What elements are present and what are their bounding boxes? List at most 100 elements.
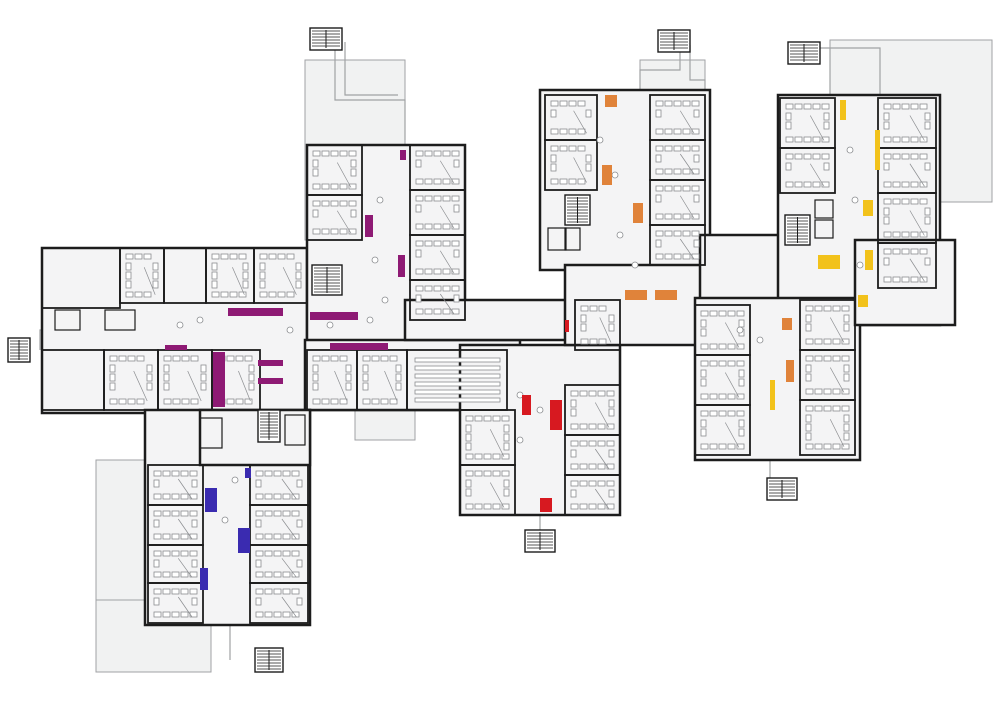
door-swing-icon: [187, 370, 202, 402]
desk: [442, 285, 451, 292]
site-path: [639, 45, 681, 90]
desk: [255, 479, 262, 488]
desk: [109, 355, 118, 362]
desk: [465, 488, 472, 497]
desk: [312, 355, 321, 362]
desk: [550, 109, 557, 118]
desk: [362, 398, 371, 405]
desk: [655, 154, 662, 163]
desk: [700, 369, 707, 378]
blue-zone: [245, 468, 251, 478]
desk: [559, 128, 568, 135]
desk: [191, 597, 198, 606]
desk: [901, 136, 910, 143]
desk: [805, 355, 814, 362]
desk: [550, 145, 559, 152]
desk: [700, 360, 709, 367]
desk: [465, 415, 474, 422]
desk: [577, 128, 586, 135]
room: [459, 464, 516, 516]
desk: [211, 280, 218, 289]
desk: [259, 262, 266, 271]
desk: [883, 162, 890, 171]
desk: [153, 611, 162, 618]
desk: [664, 213, 673, 220]
desk: [424, 240, 433, 247]
desk: [794, 103, 803, 110]
desk: [153, 597, 160, 606]
desk: [125, 253, 134, 260]
desk: [264, 533, 273, 540]
door-swing-icon: [829, 317, 845, 343]
desk: [823, 338, 832, 345]
desk: [805, 373, 812, 382]
door-swing-icon: [679, 238, 695, 260]
desk: [805, 305, 814, 312]
desk-cluster-icon: [700, 410, 745, 450]
desk: [255, 588, 264, 595]
desk: [255, 510, 264, 517]
desk: [841, 355, 850, 362]
desk: [910, 103, 919, 110]
desk: [415, 249, 422, 258]
desk: [673, 253, 682, 260]
desk-cluster-icon: [211, 253, 249, 298]
desk: [570, 503, 579, 510]
desk: [673, 213, 682, 220]
desk: [181, 398, 190, 405]
desk: [910, 248, 919, 255]
desk: [465, 424, 472, 433]
desk: [570, 480, 579, 487]
desk: [321, 398, 330, 405]
desk: [814, 355, 823, 362]
desk: [823, 305, 832, 312]
desk: [180, 510, 189, 517]
desk: [282, 510, 291, 517]
desk: [841, 338, 850, 345]
floor-block: [698, 233, 787, 302]
desk: [588, 503, 597, 510]
desk: [577, 100, 586, 107]
desk: [465, 479, 472, 488]
desk: [664, 253, 673, 260]
desk: [255, 533, 264, 540]
desk: [395, 373, 402, 382]
desk: [189, 510, 198, 517]
desk: [738, 428, 745, 437]
desk: [483, 470, 492, 477]
desk: [924, 121, 931, 130]
desk: [259, 280, 266, 289]
desk: [570, 423, 579, 430]
staircase-icon: [784, 214, 811, 246]
desk: [291, 510, 300, 517]
desk: [268, 291, 277, 298]
desk: [803, 136, 812, 143]
door-swing-icon: [573, 110, 587, 134]
desk: [453, 249, 460, 258]
desk: [655, 213, 664, 220]
desk-cluster-icon: [465, 415, 510, 460]
door-swing-icon: [594, 488, 610, 510]
hall-seating-row: [414, 357, 501, 363]
desk-cluster-icon: [785, 103, 830, 143]
desk: [451, 285, 460, 292]
desk: [153, 571, 162, 578]
furniture: [109, 100, 931, 618]
blue-zone: [238, 528, 250, 553]
desk: [718, 393, 727, 400]
desk: [843, 364, 850, 373]
desk: [291, 493, 300, 500]
desk: [242, 262, 249, 271]
desk: [570, 399, 577, 408]
desk: [805, 423, 812, 432]
desk: [451, 223, 460, 230]
desk: [492, 415, 501, 422]
desk: [580, 305, 589, 312]
orange-zone: [605, 95, 617, 107]
desk: [171, 571, 180, 578]
desk: [503, 442, 510, 451]
desk-cluster-icon: [255, 588, 303, 618]
desk: [200, 364, 207, 373]
desk: [286, 291, 295, 298]
